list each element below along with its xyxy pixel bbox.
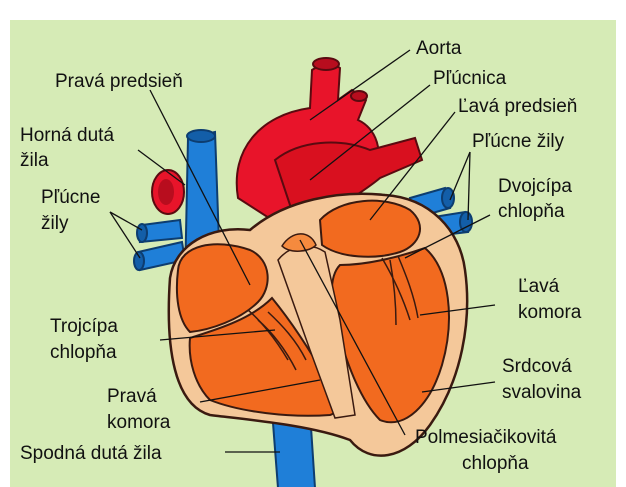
label-pulmonary-veins-left-1: Pľúcne bbox=[41, 187, 100, 208]
pulmonary-artery-left-stub bbox=[152, 170, 184, 214]
label-superior-vena-cava-2: žila bbox=[20, 150, 49, 171]
label-aorta: Aorta bbox=[416, 38, 462, 59]
label-left-atrium: Ľavá predsieň bbox=[458, 96, 577, 117]
label-superior-vena-cava-1: Horná dutá bbox=[20, 125, 114, 146]
label-left-ventricle-1: Ľavá bbox=[518, 276, 560, 297]
label-tricuspid-valve-2: chlopňa bbox=[50, 342, 117, 363]
label-myocardium-1: Srdcová bbox=[502, 356, 572, 377]
label-mitral-valve-2: chlopňa bbox=[498, 201, 565, 222]
label-right-atrium: Pravá predsieň bbox=[55, 71, 183, 92]
left-atrium bbox=[320, 201, 420, 257]
label-tricuspid-valve-1: Trojcípa bbox=[50, 316, 118, 337]
label-left-ventricle-2: komora bbox=[518, 302, 582, 323]
label-right-ventricle-2: komora bbox=[107, 412, 171, 433]
label-pulmonary-veins-left-2: žily bbox=[41, 213, 69, 234]
label-inferior-vena-cava: Spodná dutá žila bbox=[20, 443, 162, 464]
label-myocardium-2: svalovina bbox=[502, 382, 582, 403]
label-right-ventricle-1: Pravá bbox=[107, 386, 157, 407]
label-mitral-valve-1: Dvojcípa bbox=[498, 176, 572, 197]
heart-diagram: Aorta Pľúcnica Pravá predsieň Ľavá preds… bbox=[10, 20, 616, 487]
label-pulmonary-trunk: Pľúcnica bbox=[433, 68, 507, 89]
label-semilunar-valve-1: Polmesiačikovitá bbox=[415, 427, 557, 448]
label-semilunar-valve-2: chlopňa bbox=[462, 453, 529, 474]
label-pulmonary-veins-right: Pľúcne žily bbox=[472, 131, 565, 152]
